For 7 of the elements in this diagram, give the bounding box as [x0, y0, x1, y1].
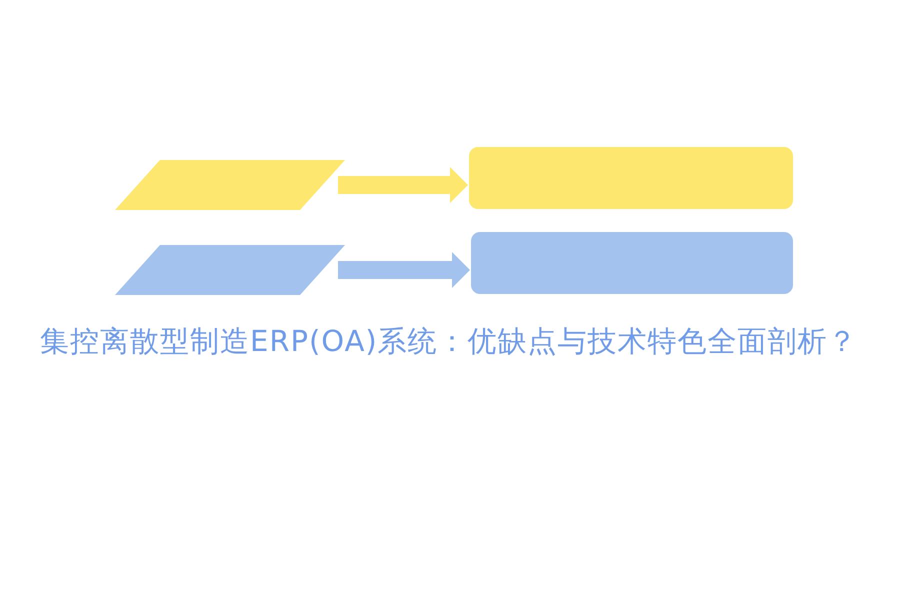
parallelogram-shape: [115, 245, 345, 295]
rounded-box: [471, 232, 793, 294]
block-arrow: [338, 167, 468, 203]
title: 集控离散型制造ERP(OA)系统：优缺点与技术特色全面剖析？: [40, 323, 858, 360]
rounded-box: [469, 147, 793, 209]
block-arrow: [338, 252, 470, 288]
parallelogram-shape: [115, 160, 345, 210]
